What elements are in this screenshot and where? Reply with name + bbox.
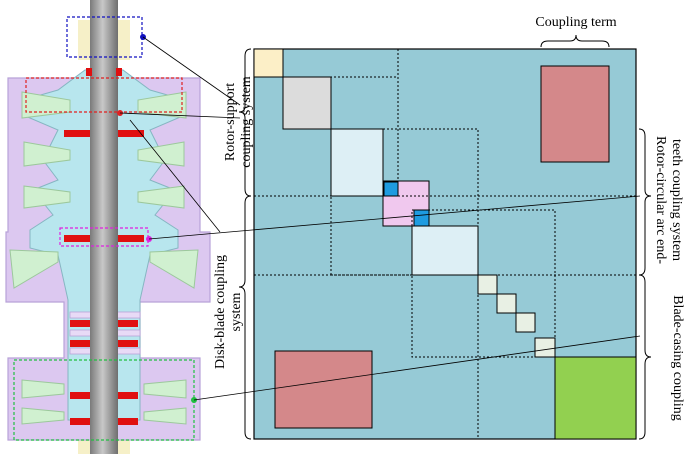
coupling-teeth [64, 68, 144, 425]
rotor-arc-label: Rotor-circular arc end- [653, 136, 668, 264]
diag-block-2 [282, 76, 332, 130]
blue-square-1 [383, 181, 399, 197]
coupling-matrix [253, 48, 637, 440]
blue-square-2 [413, 209, 430, 227]
connector-lines [119, 36, 641, 401]
blade-casing-block [554, 356, 637, 440]
blade-casing-label: Blade-casing coupling [670, 295, 685, 421]
diag-block-5 [411, 225, 479, 276]
disk-blade-label-2: system [229, 292, 244, 331]
rotor-cross-section [5, 0, 211, 454]
diag-block-1 [253, 48, 284, 78]
disk-blade-label: Disk-blade coupling [213, 255, 228, 369]
diag-block-7 [496, 293, 517, 314]
shaft [90, 0, 118, 454]
rotor-arc-label-2: teeth coupling system [669, 139, 684, 261]
coupling-term-label: Coupling term [535, 15, 616, 30]
coupling-block-lower [274, 350, 373, 429]
diag-block-3 [330, 128, 384, 197]
rotor-support-label: Rotor-support [223, 83, 238, 161]
braces [238, 34, 652, 440]
partition-lines [254, 49, 636, 439]
diag-block-8 [515, 312, 536, 333]
rotor-highlight-box [25, 77, 183, 113]
coupling-block-upper [540, 65, 610, 163]
diag-block-9 [534, 337, 556, 358]
rotor-support-label-2: coupling system [239, 76, 254, 167]
diag-block-6 [477, 274, 498, 295]
